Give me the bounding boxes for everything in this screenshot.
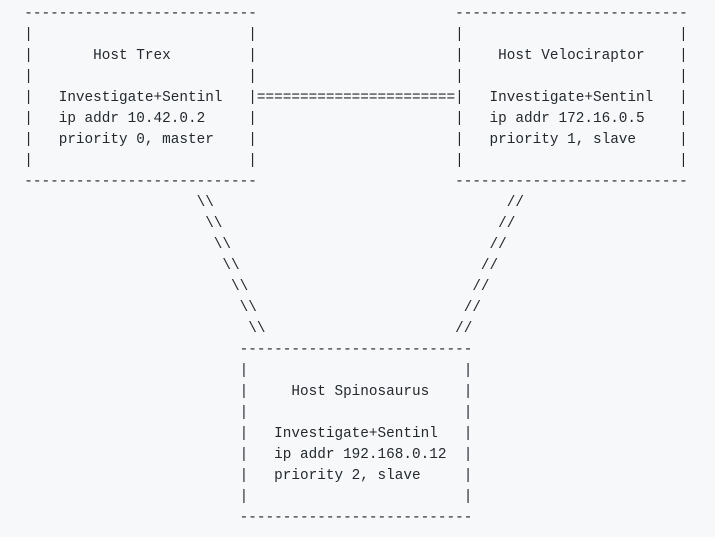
code-block: --------------------------- ------------… (24, 6, 688, 526)
ascii-network-diagram: --------------------------- ------------… (24, 6, 688, 526)
